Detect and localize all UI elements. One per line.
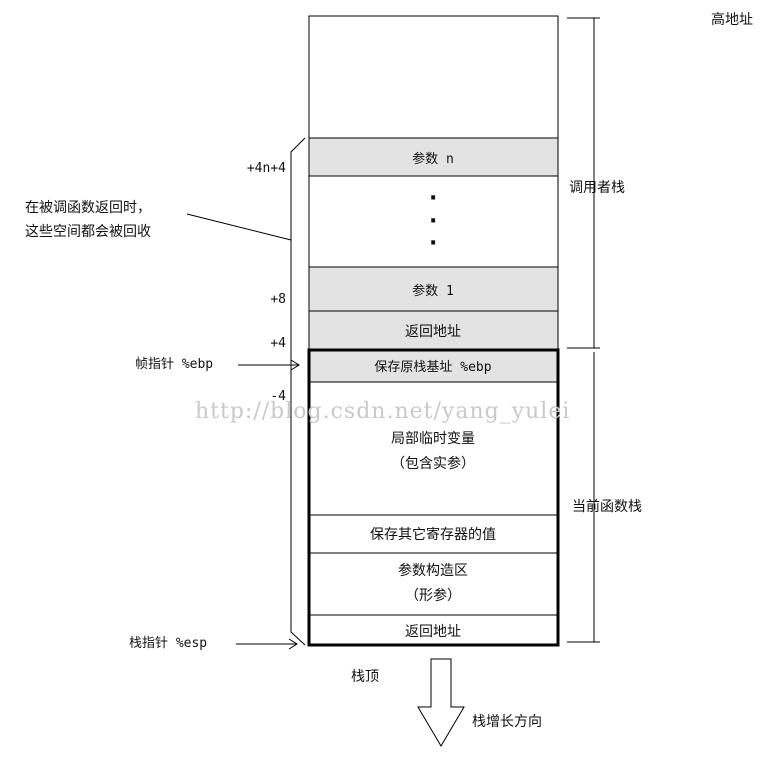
saved-ebp-label: 保存原栈基址 %ebp [374,360,491,375]
caller-empty-cell [308,15,559,139]
offset-4n-plus-4: +4n+4 [247,161,286,176]
reclaim-note-pointer [186,213,292,241]
current-frame-border [307,348,560,647]
param-1-cell [308,266,559,312]
param-ellipsis-cell [308,175,559,268]
frame-pointer-arrow [238,359,300,371]
right-brackets [567,17,600,643]
watermark: http://blog.csdn.net/yang_yulei [195,399,570,424]
stack-pointer-arrow [236,638,298,650]
reclaim-note-line2: 这些空间都会被回收 [25,223,151,240]
return-address-current-label: 返回地址 [405,624,461,640]
high-address-label: 高地址 [711,11,753,28]
stack-top-label: 栈顶 [351,669,379,685]
param-n-cell [308,137,559,177]
param-1-label: 参数 1 [412,283,454,299]
ellipsis-dot: · [429,209,437,234]
stack-column: 参数 n · · · 参数 1 返回地址 保存原栈基址 %ebp 局部临时变量 … [307,15,560,647]
growth-arrow-icon [417,658,465,747]
reclaim-note-line1: 在被调函数返回时， [25,200,151,216]
stack-pointer-label: 栈指针 %esp [129,636,207,651]
param-n-label: 参数 n [412,151,454,167]
frame-pointer-label: 帧指针 %ebp [135,357,213,372]
offset-plus-4: +4 [270,336,286,351]
ellipsis-dot: · [429,231,437,256]
param-build-label-line2: （形参） [405,587,461,604]
ellipsis-dot: · [429,186,437,211]
locals-label-line1: 局部临时变量 [391,431,475,447]
return-address-caller-label: 返回地址 [405,324,461,340]
offset-plus-8: +8 [270,292,286,307]
current-function-stack-label: 当前函数栈 [572,498,642,515]
locals-label-line2: （包含实参） [391,455,475,472]
offset-minus-4: -4 [270,389,286,404]
param-build-label-line1: 参数构造区 [398,562,468,579]
reclaim-brace [290,137,306,646]
caller-stack-label: 调用者栈 [569,180,625,196]
saved-registers-label: 保存其它寄存器的值 [370,526,496,543]
growth-direction-label: 栈增长方向 [472,714,542,730]
